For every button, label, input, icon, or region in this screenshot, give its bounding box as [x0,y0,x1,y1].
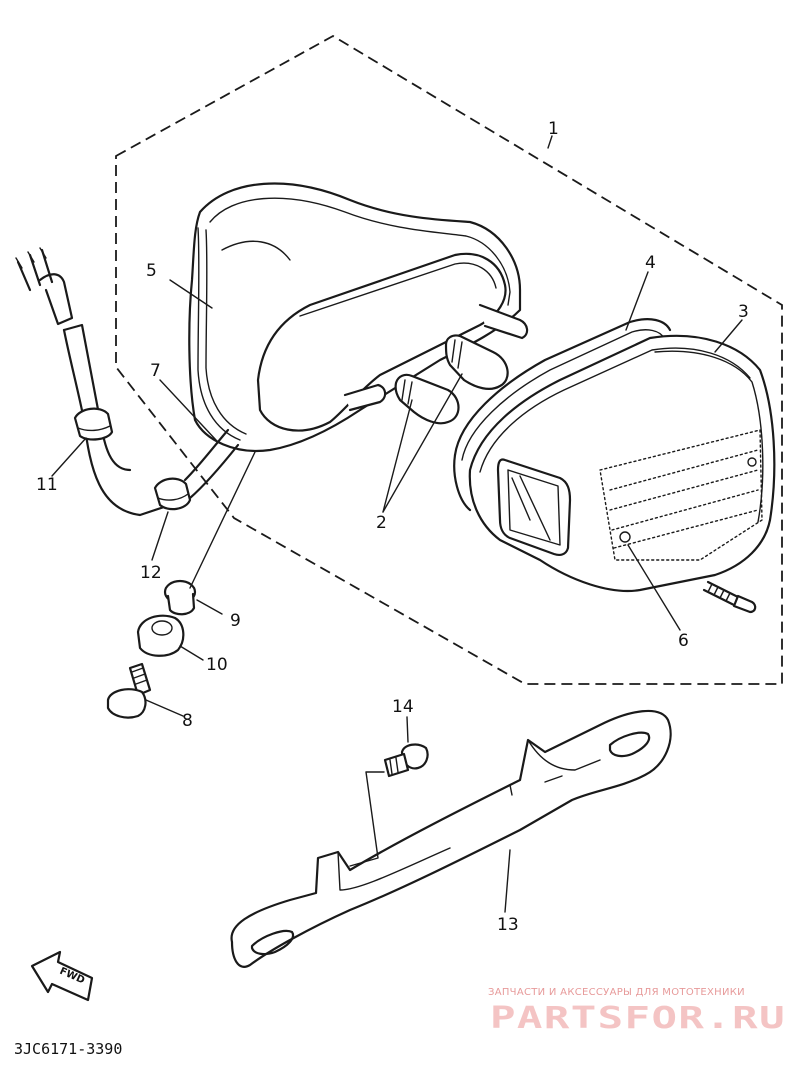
bolt-part-8 [106,662,152,719]
forward-direction-arrow: FWD [30,950,94,1002]
grommet-part-12 [153,428,240,511]
wire-harness-part-11 [15,247,172,517]
callout-4: 4 [645,253,656,273]
callout-14: 14 [392,697,414,717]
callout-5: 5 [146,261,157,281]
callout-9: 9 [230,611,241,631]
bracket-screw-part-14 [383,743,429,778]
drawing-code: 3JC6171-3390 [14,1040,122,1058]
bracket-part-13 [230,709,672,968]
callout-1: 1 [548,119,559,139]
callout-11: 11 [36,475,58,495]
callout-6: 6 [678,631,689,651]
callout-numbers: 1 2 3 4 5 6 7 8 9 10 11 12 13 14 [36,119,749,935]
collar-part-9 [163,579,197,616]
gasket-part-4 [453,318,672,512]
callout-8: 8 [182,711,193,731]
leader-lines [51,135,743,913]
watermark-brand: PARTSFOR.RU [490,1001,786,1036]
callout-13: 13 [497,915,519,935]
watermark-tagline: ЗАПЧАСТИ И АКСЕССУАРЫ ДЛЯ МОТОТЕХНИКИ [488,987,745,998]
callout-3: 3 [738,302,749,322]
lens-part-3 [468,334,776,592]
callout-12: 12 [140,563,162,583]
lens-screw-part-6 [702,580,757,614]
assembly-boundary [115,34,783,685]
callout-2: 2 [376,513,387,533]
callout-7: 7 [150,361,161,381]
callout-10: 10 [206,655,228,675]
damper-part-10 [136,614,185,657]
watermark: ЗАПЧАСТИ И АКСЕССУАРЫ ДЛЯ МОТОТЕХНИКИ PA… [488,987,786,1036]
lamp-housing-part-5 [188,182,529,453]
